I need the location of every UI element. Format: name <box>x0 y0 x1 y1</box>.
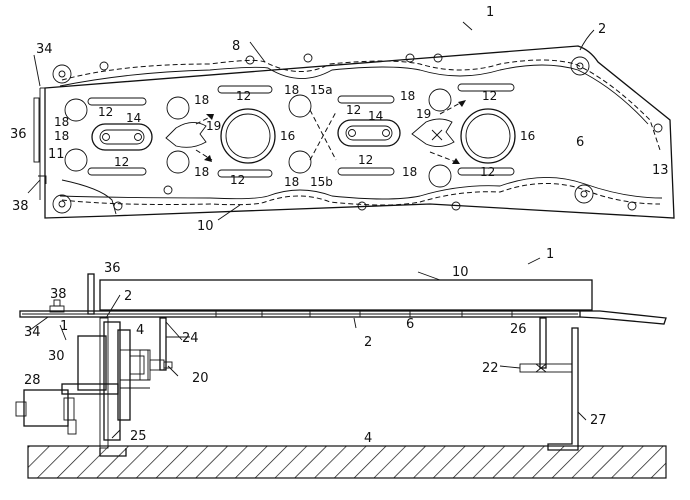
label-1: 1 <box>546 247 554 262</box>
label-15a: 15a <box>310 83 333 97</box>
label-6: 6 <box>576 135 584 150</box>
label-18: 18 <box>284 83 299 97</box>
label-12: 12 <box>114 155 129 169</box>
label-18: 18 <box>54 129 69 143</box>
label-12: 12 <box>98 105 113 119</box>
side-view: 1 36 10 38 2 2 34 1 6 26 24 4 30 20 22 2… <box>15 247 667 479</box>
label-19: 19 <box>416 107 431 121</box>
top-view: 1 2 34 8 36 11 38 10 6 13 12 12 12 12 12… <box>10 5 675 234</box>
plate-outline <box>44 45 675 219</box>
label-27: 27 <box>590 413 607 428</box>
label-16: 16 <box>280 129 295 143</box>
label-16: 16 <box>520 129 535 143</box>
label-15b: 15b <box>310 175 333 189</box>
label-22: 22 <box>482 361 499 376</box>
label-30: 30 <box>48 349 65 364</box>
label-36: 36 <box>10 127 27 142</box>
label-10: 10 <box>452 265 469 280</box>
label-36: 36 <box>104 261 121 276</box>
label-25: 25 <box>130 429 147 444</box>
label-18: 18 <box>194 165 209 179</box>
label-28: 28 <box>24 373 41 388</box>
label-14: 14 <box>126 111 141 125</box>
label-20: 20 <box>192 371 209 386</box>
label-8: 8 <box>232 39 240 54</box>
label-12: 12 <box>358 153 373 167</box>
label-26: 26 <box>510 322 527 337</box>
label-13: 13 <box>652 163 669 178</box>
label-4: 4 <box>136 323 144 338</box>
label-38: 38 <box>50 287 67 302</box>
label-24: 24 <box>182 331 199 346</box>
label-18: 18 <box>54 115 69 129</box>
label-18: 18 <box>194 93 209 107</box>
label-1: 1 <box>60 319 68 334</box>
label-38: 38 <box>12 199 29 214</box>
label-19: 19 <box>206 119 221 133</box>
label-18: 18 <box>284 175 299 189</box>
label-11: 11 <box>48 147 65 162</box>
label-10: 10 <box>197 219 214 234</box>
label-18: 18 <box>400 89 415 103</box>
label-12: 12 <box>236 89 251 103</box>
label-12: 12 <box>346 103 361 117</box>
label-6: 6 <box>406 317 414 332</box>
label-2: 2 <box>364 335 372 350</box>
label-4: 4 <box>364 431 372 446</box>
label-34: 34 <box>36 42 53 57</box>
label-18: 18 <box>402 165 417 179</box>
label-12: 12 <box>480 165 495 179</box>
label-34: 34 <box>24 325 41 340</box>
label-1: 1 <box>486 5 494 20</box>
label-2: 2 <box>124 289 132 304</box>
label-2: 2 <box>598 22 606 37</box>
label-14: 14 <box>368 109 383 123</box>
label-12: 12 <box>230 173 245 187</box>
label-12: 12 <box>482 89 497 103</box>
